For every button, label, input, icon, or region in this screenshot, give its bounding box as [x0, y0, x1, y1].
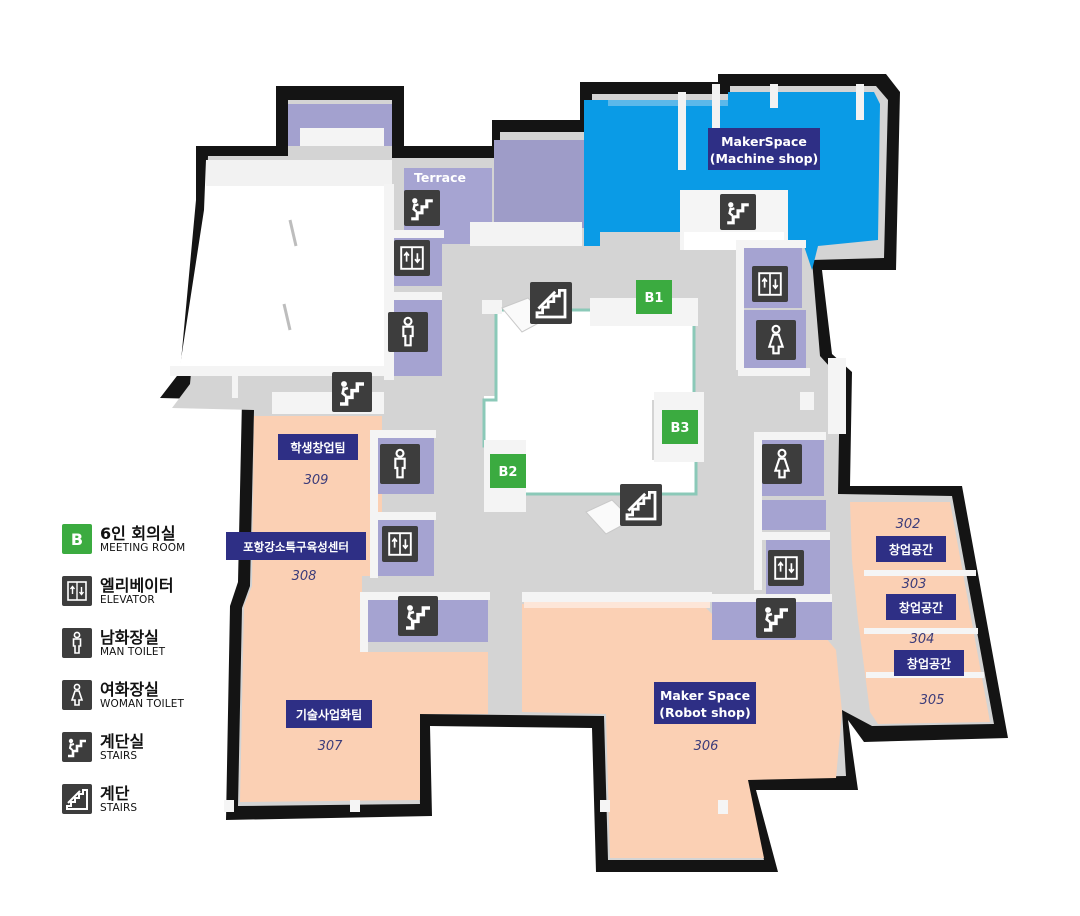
legend-stairs: 계단 STAIRS [62, 780, 252, 832]
man-toilet-icon [62, 628, 92, 658]
room-number-302: 302 [896, 517, 921, 532]
room-number-308: 308 [292, 569, 317, 584]
legend-title: 남화장실 [100, 628, 159, 647]
robot-shop-subtitle: (Robot shop) [659, 705, 750, 720]
room-name: 학생창업팀 [290, 440, 345, 455]
stairwell-icon [720, 194, 756, 230]
stairwell-icon [332, 372, 372, 412]
robot-shop-title: Maker Space [660, 688, 750, 703]
man-toilet-icon [388, 312, 428, 352]
meeting-room-b1[interactable]: B1 [636, 280, 672, 314]
meeting-room-label: B3 [671, 421, 690, 436]
stairs-icon [530, 282, 572, 324]
meeting-room-icon: B [62, 524, 92, 554]
stairs-icon [62, 784, 92, 814]
room-309-label[interactable]: 학생창업팀 [278, 434, 358, 460]
legend-stairwell: 계단실 STAIRS [62, 728, 252, 780]
elevator-icon [394, 240, 430, 276]
legend-title: 엘리베이터 [100, 576, 174, 595]
room-number-304: 304 [910, 632, 935, 647]
legend: B 6인 회의실 MEETING ROOM 엘리베이터 ELEVATOR 남화장… [62, 520, 252, 832]
machine-shop-label[interactable]: MakerSpace (Machine shop) [708, 128, 820, 170]
legend-title: 계단실 [100, 732, 145, 751]
room-name: 기술사업화팀 [296, 707, 362, 722]
stairwell-icon [756, 598, 796, 638]
woman-toilet-icon [762, 444, 802, 484]
robot-shop-label[interactable]: Maker Space (Robot shop) [654, 682, 756, 724]
map-icons [332, 190, 804, 638]
left-open-room [180, 104, 392, 366]
legend-elevator: 엘리베이터 ELEVATOR [62, 572, 252, 624]
room-name: 창업공간 [907, 656, 951, 671]
elevator-icon [382, 526, 418, 562]
legend-subtitle: WOMAN TOILET [100, 698, 184, 710]
stairwell-icon [398, 596, 438, 636]
meeting-room-b3[interactable]: B3 [662, 410, 698, 444]
elevator-icon [62, 576, 92, 606]
legend-subtitle: MAN TOILET [100, 646, 166, 658]
elevator-icon [752, 266, 788, 302]
legend-title: 계단 [100, 784, 130, 803]
room-308-label[interactable]: 포항강소특구육성센터 [226, 532, 366, 560]
terrace-label: Terrace [414, 170, 466, 185]
legend-man-toilet: 남화장실 MAN TOILET [62, 624, 252, 676]
room-name: 포항강소특구육성센터 [243, 540, 349, 554]
legend-subtitle: STAIRS [100, 750, 138, 762]
stairwell-icon [62, 732, 92, 762]
legend-subtitle: MEETING ROOM [100, 542, 186, 554]
room-303-label[interactable]: 창업공간 [886, 594, 956, 620]
man-toilet-icon [380, 444, 420, 484]
legend-woman-toilet: 여화장실 WOMAN TOILET [62, 676, 252, 728]
meeting-room-b2[interactable]: B2 [490, 454, 526, 488]
meeting-room-label: B2 [499, 465, 518, 480]
room-number-303: 303 [902, 577, 927, 592]
legend-title: 여화장실 [100, 680, 159, 699]
room-name: 창업공간 [899, 600, 943, 615]
room-304-label[interactable]: 창업공간 [894, 650, 964, 676]
woman-toilet-icon [62, 680, 92, 710]
room-number-309: 309 [304, 473, 329, 488]
room-307-label[interactable]: 기술사업화팀 [286, 700, 372, 728]
machine-shop-title: MakerSpace [721, 134, 807, 149]
elevator-icon [768, 550, 804, 586]
machine-shop-subtitle: (Machine shop) [710, 151, 819, 166]
room-number-307: 307 [318, 739, 344, 754]
room-number-306: 306 [694, 739, 719, 754]
legend-subtitle: ELEVATOR [100, 594, 155, 606]
legend-subtitle: STAIRS [100, 802, 138, 814]
room-number-305: 305 [920, 693, 945, 708]
meeting-room-glyph: B [70, 529, 84, 549]
stairs-icon [620, 484, 662, 526]
legend-title: 6인 회의실 [100, 524, 176, 543]
stairwell-icon [404, 190, 440, 226]
legend-meeting-room: B 6인 회의실 MEETING ROOM [62, 520, 252, 572]
meeting-room-label: B1 [645, 291, 664, 306]
woman-toilet-icon [756, 320, 796, 360]
room-name: 창업공간 [889, 542, 933, 557]
room-302-label[interactable]: 창업공간 [876, 536, 946, 562]
